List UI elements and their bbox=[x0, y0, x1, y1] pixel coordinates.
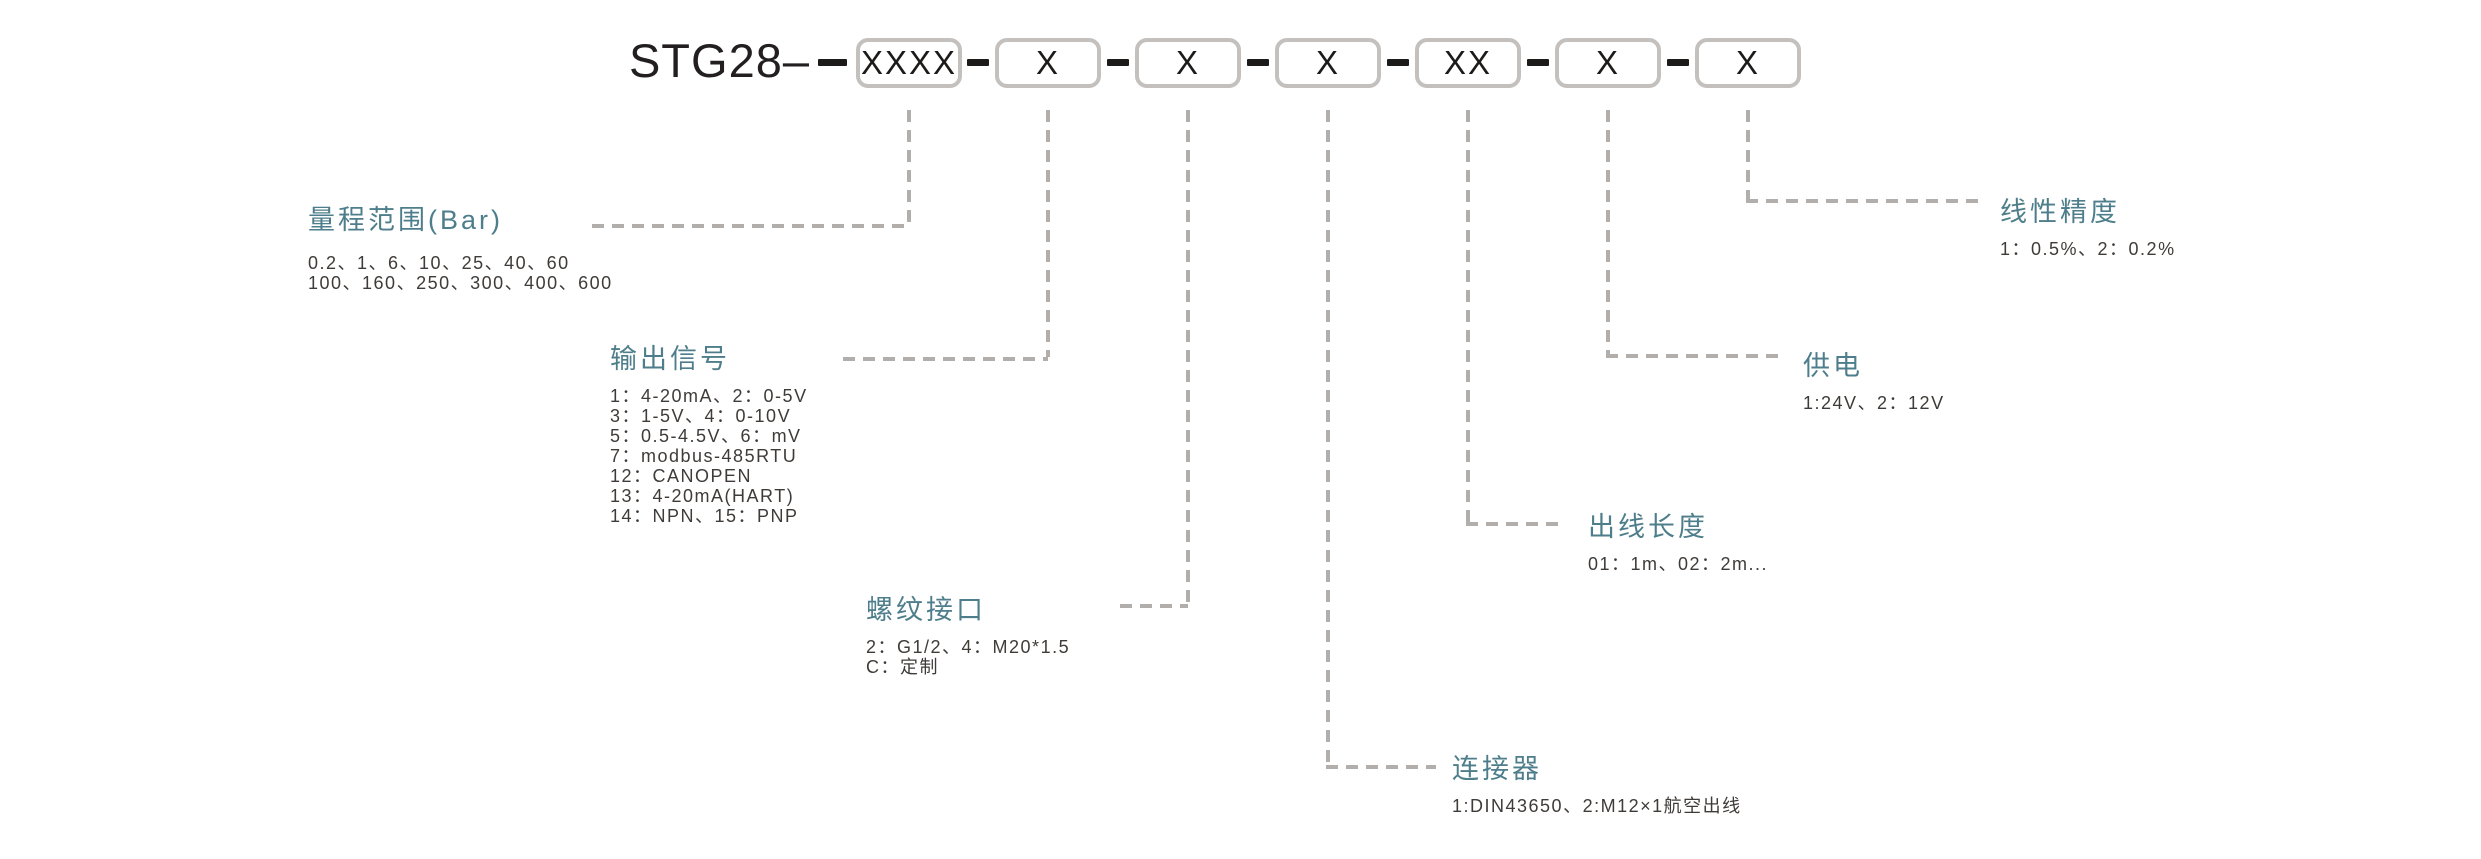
section-connector: 连接器 1:DIN43650、2:M12×1航空出线 bbox=[1452, 752, 1742, 816]
section-power-supply-title: 供电 bbox=[1803, 351, 1863, 381]
lead-line-power-supply-horizontal bbox=[1606, 354, 1783, 358]
dash-separator bbox=[1527, 59, 1549, 66]
lead-line-power-supply-vertical bbox=[1606, 110, 1610, 354]
dash-separator bbox=[1107, 59, 1129, 66]
value-line: 13：4-20mA(HART) bbox=[610, 486, 795, 506]
section-linear-accuracy: 线性精度 1：0.5%、2：0.2% bbox=[2000, 195, 2176, 259]
section-power-supply: 供电 1:24V、2：12V bbox=[1803, 349, 1945, 413]
lead-line-accuracy-vertical bbox=[1746, 110, 1750, 199]
code-box-accuracy: X bbox=[1695, 38, 1801, 88]
section-connector-values: 1:DIN43650、2:M12×1航空出线 bbox=[1452, 796, 1742, 816]
dash-separator bbox=[1247, 59, 1269, 66]
value-line: 5：0.5-4.5V、6：mV bbox=[610, 426, 802, 446]
value-line: 12：CANOPEN bbox=[610, 466, 753, 486]
section-cable-length: 出线长度 01：1m、02：2m... bbox=[1588, 510, 1768, 574]
value-line: 7：modbus-485RTU bbox=[610, 446, 798, 466]
dash-separator bbox=[818, 59, 847, 66]
section-output-signal-values: 1：4-20mA、2：0-5V 3：1-5V、4：0-10V 5：0.5-4.5… bbox=[610, 386, 808, 526]
section-cable-length-values: 01：1m、02：2m... bbox=[1588, 554, 1768, 574]
section-range-values: 0.2、1、6、10、25、40、60 100、160、250、300、400、… bbox=[308, 253, 613, 293]
code-box-output-signal: X bbox=[995, 38, 1101, 88]
lead-line-output-signal-horizontal bbox=[843, 357, 1048, 361]
code-box-cable-length: XX bbox=[1415, 38, 1521, 88]
section-thread-connection-values: 2：G1/2、4：M20*1.5 C：定制 bbox=[866, 637, 1070, 677]
section-range: 量程范围(Bar) 0.2、1、6、10、25、40、60 100、160、25… bbox=[308, 203, 613, 293]
value-line: 1:DIN43650、2:M12×1航空出线 bbox=[1452, 796, 1742, 816]
value-line: 01：1m、02：2m... bbox=[1588, 554, 1769, 574]
lead-line-accuracy-horizontal bbox=[1746, 199, 1985, 203]
value-line: 2：G1/2、4：M20*1.5 bbox=[866, 637, 1071, 657]
lead-line-range-horizontal bbox=[592, 224, 909, 228]
dash-separator bbox=[1667, 59, 1689, 66]
value-line: 1：4-20mA、2：0-5V bbox=[610, 386, 808, 406]
dash-separator bbox=[967, 59, 989, 66]
lead-line-output-signal-vertical bbox=[1046, 110, 1050, 357]
section-linear-accuracy-values: 1：0.5%、2：0.2% bbox=[2000, 239, 2176, 259]
value-line: 1：0.5%、2：0.2% bbox=[2000, 239, 2176, 259]
section-output-signal: 输出信号 1：4-20mA、2：0-5V 3：1-5V、4：0-10V 5：0.… bbox=[610, 342, 808, 526]
lead-line-range-vertical bbox=[907, 110, 911, 224]
section-thread-connection-title: 螺纹接口 bbox=[866, 595, 986, 625]
value-line: 3：1-5V、4：0-10V bbox=[610, 406, 792, 426]
section-power-supply-values: 1:24V、2：12V bbox=[1803, 393, 1945, 413]
section-range-title: 量程范围(Bar) bbox=[308, 205, 503, 235]
lead-line-connector-vertical bbox=[1326, 110, 1330, 765]
value-line: 100、160、250、300、400、600 bbox=[308, 273, 613, 293]
value-line: C：定制 bbox=[866, 657, 939, 677]
dash-separator bbox=[1387, 59, 1409, 66]
lead-line-thread-horizontal bbox=[1120, 604, 1188, 608]
lead-line-cable-length-vertical bbox=[1466, 110, 1470, 522]
section-cable-length-title: 出线长度 bbox=[1588, 512, 1708, 542]
code-box-power-supply: X bbox=[1555, 38, 1661, 88]
value-line: 0.2、1、6、10、25、40、60 bbox=[308, 253, 570, 273]
section-output-signal-title: 输出信号 bbox=[610, 344, 730, 374]
lead-line-connector-horizontal bbox=[1326, 765, 1436, 769]
section-linear-accuracy-title: 线性精度 bbox=[2000, 197, 2120, 227]
code-box-range: XXXX bbox=[856, 38, 962, 88]
code-box-connector: X bbox=[1275, 38, 1381, 88]
lead-line-cable-length-horizontal bbox=[1466, 522, 1563, 526]
value-line: 1:24V、2：12V bbox=[1803, 393, 1945, 413]
lead-line-thread-vertical bbox=[1186, 110, 1190, 604]
section-connector-title: 连接器 bbox=[1452, 754, 1542, 784]
model-prefix-label: STG28– bbox=[628, 34, 810, 87]
code-box-thread: X bbox=[1135, 38, 1241, 88]
value-line: 14：NPN、15：PNP bbox=[610, 506, 799, 526]
section-thread-connection: 螺纹接口 2：G1/2、4：M20*1.5 C：定制 bbox=[866, 593, 1070, 677]
